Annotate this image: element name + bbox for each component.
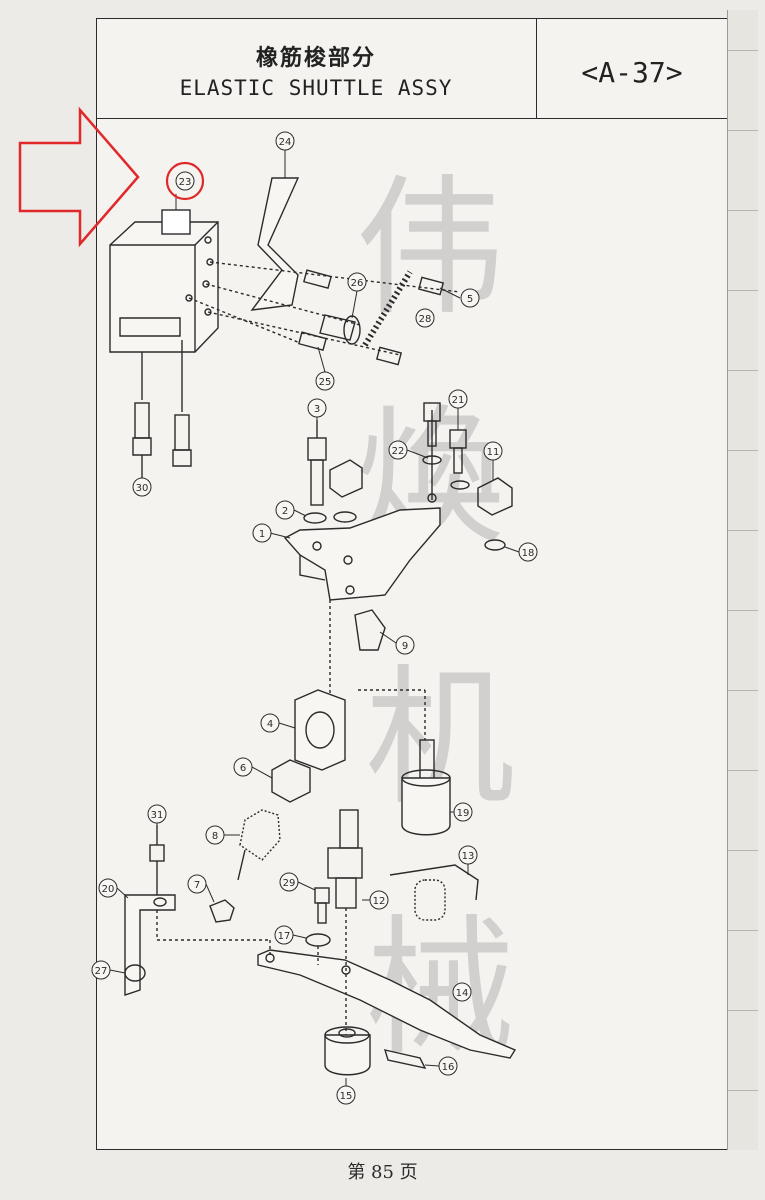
svg-text:14: 14 [456, 988, 469, 999]
callout-8: 8 [205, 825, 240, 845]
svg-text:31: 31 [151, 810, 164, 821]
callout-12: 12 [362, 890, 389, 910]
callout-26: 26 [347, 272, 367, 319]
title-block: 橡筋梭部分 ELASTIC SHUTTLE ASSY [96, 18, 537, 119]
diagram-parts [109, 177, 517, 1076]
svg-text:2: 2 [282, 506, 288, 517]
svg-text:29: 29 [283, 878, 296, 889]
svg-text:19: 19 [457, 808, 470, 819]
shaft-12 [327, 809, 363, 909]
title-chinese: 橡筋梭部分 [255, 45, 376, 71]
watermark-char-1: 伟 [355, 162, 505, 336]
callout-1: 1 [252, 523, 291, 543]
svg-text:21: 21 [452, 395, 465, 406]
callout-13: 13 [458, 845, 478, 875]
highlight-arrow [18, 106, 140, 248]
code-block: <A-37> [537, 18, 727, 119]
svg-text:7: 7 [194, 880, 200, 891]
callout-23: 23 [165, 161, 205, 210]
callout-18: 18 [504, 542, 538, 562]
post-19 [401, 739, 451, 836]
svg-text:12: 12 [373, 896, 386, 907]
svg-text:3: 3 [314, 404, 320, 415]
callout-25: 25 [315, 346, 335, 391]
svg-text:13: 13 [462, 851, 475, 862]
callout-4: 4 [260, 713, 296, 733]
screws-21 [423, 402, 467, 500]
callout-9: 9 [379, 631, 415, 655]
callout-16: 16 [424, 1056, 458, 1076]
svg-text:9: 9 [402, 641, 408, 652]
callout-22: 22 [388, 440, 429, 460]
leaf-spring-24 [250, 177, 300, 311]
svg-text:24: 24 [279, 137, 292, 148]
parts-sheet [96, 18, 728, 1150]
callout-2: 2 [275, 500, 307, 520]
svg-text:18: 18 [522, 548, 535, 559]
guide-lines [188, 261, 461, 356]
svg-text:30: 30 [136, 483, 149, 494]
callout-11: 11 [483, 441, 503, 480]
cap-nut-11 [477, 477, 513, 516]
title-english: ELASTIC SHUTTLE ASSY [179, 76, 453, 100]
collar-15 [324, 1026, 371, 1076]
page-number: 第 85 页 [347, 1162, 418, 1183]
callout-19: 19 [450, 802, 473, 822]
joint-block-4 [294, 689, 346, 771]
callout-17: 17 [274, 925, 307, 945]
svg-text:23: 23 [179, 177, 192, 188]
callout-24: 24 [275, 131, 295, 178]
callout-7: 7 [187, 874, 215, 903]
highlight-circle [165, 161, 205, 201]
callout-21: 21 [448, 389, 468, 430]
bracket-1 [283, 493, 441, 601]
coil-spring-13 [389, 864, 479, 921]
callout-5: 5 [439, 287, 480, 308]
svg-text:17: 17 [278, 931, 291, 942]
svg-text:22: 22 [392, 446, 405, 457]
side-table-edge [727, 10, 758, 1150]
bracket-20 [124, 894, 176, 996]
callout-27: 27 [91, 960, 126, 980]
svg-text:25: 25 [319, 377, 332, 388]
callout-28: 28 [415, 308, 435, 328]
callout-20: 20 [98, 878, 129, 899]
screws-30 [132, 340, 192, 478]
svg-text:28: 28 [419, 314, 432, 325]
callout-3: 3 [307, 398, 327, 438]
spring-8 [237, 809, 281, 881]
callout-31: 31 [147, 804, 167, 845]
svg-text:26: 26 [351, 278, 364, 289]
shuttle-block [109, 209, 219, 353]
svg-text:1: 1 [259, 529, 265, 540]
callout-6: 6 [233, 757, 273, 779]
svg-text:11: 11 [487, 447, 500, 458]
section-code: <A-37> [581, 56, 683, 89]
svg-text:20: 20 [102, 884, 115, 895]
svg-text:16: 16 [442, 1062, 455, 1073]
callout-30: 30 [132, 477, 152, 497]
lever-14 [257, 949, 517, 1059]
callouts: 24 26 5 28 25 3 21 22 11 2 1 18 30 9 4 6… [91, 131, 538, 1105]
svg-text:4: 4 [267, 719, 273, 730]
connector-lines [156, 689, 426, 1035]
svg-text:27: 27 [95, 966, 108, 977]
svg-text:8: 8 [212, 831, 218, 842]
callout-14: 14 [452, 982, 472, 1002]
screws-and-spring [297, 269, 445, 366]
svg-text:15: 15 [340, 1091, 353, 1102]
callout-29: 29 [279, 872, 316, 892]
svg-text:5: 5 [467, 294, 473, 305]
svg-text:6: 6 [240, 763, 246, 774]
cap-nut-top [329, 459, 363, 498]
callout-15: 15 [336, 1078, 356, 1105]
